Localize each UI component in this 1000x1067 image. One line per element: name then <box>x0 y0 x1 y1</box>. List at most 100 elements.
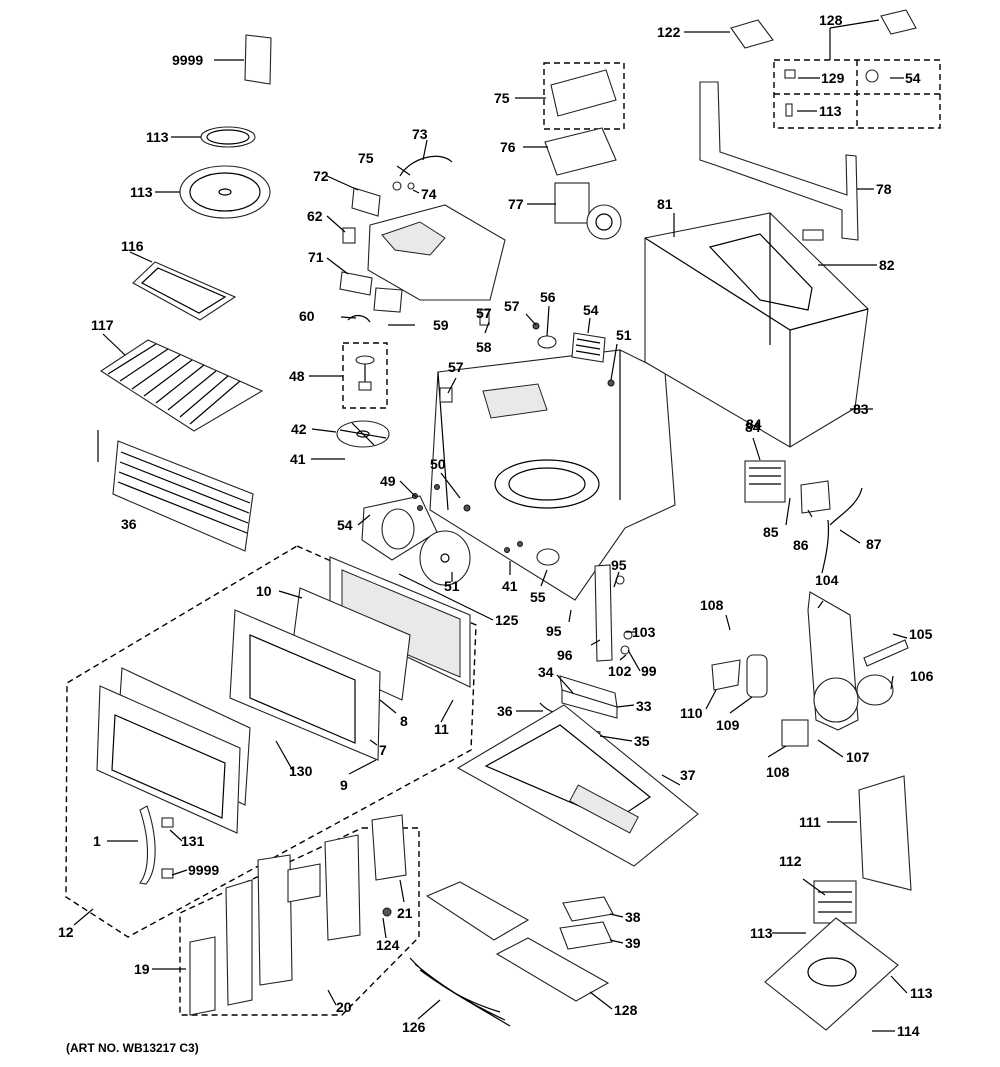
callout-label: 49 <box>380 473 396 489</box>
callout-label: 57 <box>448 359 464 375</box>
callout-label: 113 <box>130 184 153 200</box>
callout-label: 109 <box>716 717 740 733</box>
callout-label: 41 <box>502 578 518 594</box>
callout-label: 84 <box>746 416 762 432</box>
pad-124 <box>880 9 917 35</box>
callout-label: 48 <box>289 368 305 384</box>
callout-label: 21 <box>397 905 413 921</box>
callout-label: 8 <box>400 713 408 729</box>
callout-label: 71 <box>308 249 324 265</box>
callout-label: 81 <box>657 196 673 212</box>
callout-label: 75 <box>358 150 374 166</box>
cover-38 <box>562 896 614 922</box>
callout-label: 74 <box>421 186 437 202</box>
latch-board <box>373 287 403 313</box>
mounting-plate <box>699 81 859 241</box>
callout-label: 9999 <box>172 52 203 68</box>
callout-label: 11 <box>434 721 449 737</box>
callout-label: 107 <box>846 749 870 765</box>
callout-label: 122 <box>657 24 681 40</box>
fan-bracket <box>544 127 617 176</box>
turntable-tray <box>179 165 271 219</box>
control-bracket <box>367 204 506 301</box>
callout-label: 41 <box>290 451 306 467</box>
group-box-81 <box>543 62 625 130</box>
charcoal-filter <box>132 261 237 321</box>
callout-labels: 9999 113 113 116 117 36 73 75 72 74 62 7… <box>58 12 934 1055</box>
oven-rack <box>99 339 264 432</box>
callout-label: 117 <box>91 317 114 333</box>
callout-label: 60 <box>299 308 315 324</box>
callout-label: 19 <box>134 961 150 977</box>
control-cover <box>189 936 216 1016</box>
callout-label: 106 <box>910 668 934 684</box>
fan-blower <box>586 204 622 240</box>
callout-label: 39 <box>625 935 641 951</box>
callout-label: 87 <box>866 536 882 552</box>
callout-label: 85 <box>763 524 779 540</box>
callout-label: 126 <box>402 1019 426 1035</box>
callout-label: 20 <box>336 999 352 1015</box>
switch-94 <box>594 564 613 662</box>
callout-label: 78 <box>876 181 892 197</box>
callout-label: 113 <box>750 925 773 941</box>
turntable-motor <box>381 508 415 550</box>
callout-label: 50 <box>430 456 446 472</box>
callout-label: 7 <box>379 742 387 758</box>
pad-116 <box>730 19 774 49</box>
group-box-door-12 <box>65 545 477 938</box>
callout-label: 105 <box>909 626 933 642</box>
damper <box>339 271 373 296</box>
callout-label: 113 <box>910 985 933 1001</box>
callout-label: 12 <box>58 924 74 940</box>
callout-label: 111 <box>799 814 821 830</box>
callout-label: 112 <box>779 853 802 869</box>
art-number-caption: (ART NO. WB13217 C3) <box>66 1041 199 1055</box>
callout-label: 34 <box>538 664 554 680</box>
diode-107 <box>711 659 741 691</box>
callout-label: 57 <box>476 305 492 321</box>
handle <box>139 805 156 885</box>
callout-label: 83 <box>853 401 869 417</box>
callout-label: 125 <box>495 612 519 628</box>
callout-label: 113 <box>146 129 169 145</box>
callout-label: 128 <box>819 12 843 28</box>
callout-label: 108 <box>766 764 790 780</box>
membrane <box>287 863 321 903</box>
callout-label: 59 <box>433 317 449 333</box>
fan-103-mount <box>813 677 859 723</box>
callout-label: 99 <box>641 663 657 679</box>
filter-a <box>425 881 530 941</box>
vent-grille <box>112 440 254 552</box>
callout-label: 35 <box>634 733 650 749</box>
outer-case <box>644 212 869 448</box>
capacitor-106 <box>746 654 768 698</box>
filter-39 <box>559 921 613 950</box>
callout-label: 37 <box>680 767 696 783</box>
callout-label: 124 <box>376 937 400 953</box>
group-box-control-19 <box>179 827 420 1016</box>
callout-label: 55 <box>530 589 546 605</box>
callout-label: 84 <box>745 419 761 435</box>
duct-91 <box>800 480 831 514</box>
control-panel <box>225 879 253 1006</box>
sensor-55 <box>536 548 560 566</box>
callout-label: 95 <box>546 623 562 639</box>
callout-label: 129 <box>821 70 845 86</box>
door-switch-bracket <box>351 187 381 217</box>
cover-51 <box>419 530 471 586</box>
callout-label: 36 <box>121 516 137 532</box>
callout-label: 102 <box>608 663 632 679</box>
leader-lines <box>73 19 908 1032</box>
filter-128 <box>495 937 610 1002</box>
callout-label: 116 <box>121 238 144 254</box>
callout-label: 103 <box>632 624 656 640</box>
callout-label: 75 <box>494 90 510 106</box>
callout-label: 130 <box>289 763 313 779</box>
callout-label: 33 <box>636 698 652 714</box>
door-panel-8 <box>229 609 381 761</box>
callout-label: 54 <box>583 302 599 318</box>
callout-label: 72 <box>313 168 329 184</box>
callout-label: 128 <box>614 1002 638 1018</box>
